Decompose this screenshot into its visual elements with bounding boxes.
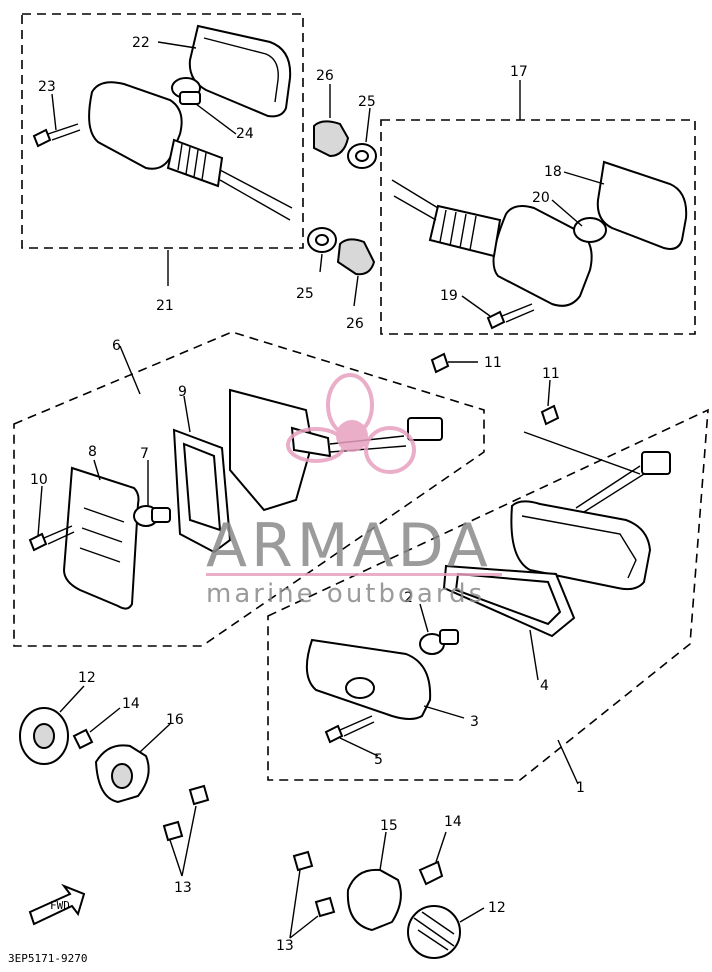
watermark-brand: ARMADA (206, 511, 492, 581)
callout-10: 10 (30, 472, 48, 488)
callout-26-bottom: 26 (346, 316, 364, 332)
grommets-top (307, 120, 377, 276)
callout-11-right: 11 (542, 366, 560, 382)
callout-19: 19 (440, 288, 458, 304)
callout-8: 8 (88, 444, 97, 460)
part-code: 3EP5171-9270 (8, 952, 87, 965)
watermark-rule (206, 573, 502, 576)
leader-lines (37, 41, 605, 939)
callout-26-top: 26 (316, 68, 334, 84)
callout-13-right: 13 (276, 938, 294, 954)
assembly-6-tail-lamp-left (13, 331, 485, 647)
callout-5: 5 (374, 752, 383, 768)
watermark-tagline: marine outboards (206, 579, 485, 609)
callout-12-left: 12 (78, 670, 96, 686)
callout-13-left: 13 (174, 880, 192, 896)
callout-9: 9 (178, 384, 187, 400)
rear-reflector-assembly (19, 707, 210, 842)
side-reflector-assembly (292, 850, 461, 959)
callout-25-top: 25 (358, 94, 376, 110)
callout-18: 18 (544, 164, 562, 180)
callout-6: 6 (112, 338, 121, 354)
callout-20: 20 (532, 190, 550, 206)
assembly-17-front-right-flasher (380, 119, 696, 335)
propeller-logo-icon (286, 373, 416, 474)
callout-4: 4 (540, 678, 549, 694)
callout-14-left: 14 (122, 696, 140, 712)
callout-25-bottom: 25 (296, 286, 314, 302)
callout-7: 7 (140, 446, 149, 462)
callout-21: 21 (156, 298, 174, 314)
assembly-21-front-left-flasher (21, 13, 304, 249)
fwd-arrow-icon (28, 883, 86, 926)
callout-22: 22 (132, 35, 150, 51)
callout-16: 16 (166, 712, 184, 728)
callout-24: 24 (236, 126, 254, 142)
callout-14-right: 14 (444, 814, 462, 830)
assembly-1-tail-lamp-right (267, 404, 709, 781)
callout-23: 23 (38, 79, 56, 95)
callout-3: 3 (470, 714, 479, 730)
callout-15: 15 (380, 818, 398, 834)
armada-watermark: ARMADA marine outboards (206, 373, 502, 609)
callout-1: 1 (576, 780, 585, 796)
callout-12-right: 12 (488, 900, 506, 916)
callout-2: 2 (404, 590, 413, 606)
callout-17: 17 (510, 64, 528, 80)
callout-11-left: 11 (484, 355, 502, 371)
fwd-label: FWD (50, 899, 70, 912)
